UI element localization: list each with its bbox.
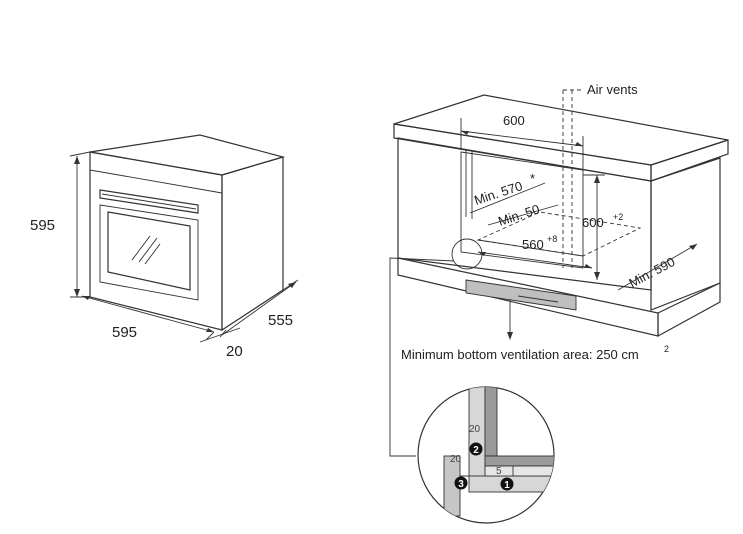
dim-cabinet-width: 600 <box>460 113 584 170</box>
dim-oven-depth: 555 <box>221 279 299 336</box>
dim-min-cabinet-depth: Min. 590 <box>617 243 698 291</box>
svg-text:3: 3 <box>458 479 464 490</box>
min-back-gap-label: Min. 50 <box>496 201 541 228</box>
ventilation-note: Minimum bottom ventilation area: 250 cm <box>401 347 639 362</box>
min-cabinet-depth-label: Min. 590 <box>626 254 677 291</box>
opening-width-tolerance: +8 <box>547 234 557 244</box>
detail-dim-horizontal: 20 <box>450 454 462 465</box>
opening-width-label: 560 <box>522 237 544 252</box>
dim-oven-height: 595 <box>30 151 91 298</box>
marker-2: 2 <box>469 442 483 456</box>
svg-text:2: 2 <box>473 445 479 456</box>
dim-min-back-gap: Min. 50 <box>487 201 559 229</box>
dim-oven-front: 20 <box>199 327 243 360</box>
dim-opening-width: 560 +8 <box>477 234 593 269</box>
opening-height-tolerance: +2 <box>613 212 623 222</box>
oven-drawing: 595 595 555 20 <box>30 134 299 360</box>
bottom-ventilation-slot <box>465 279 577 311</box>
oven-window <box>107 211 191 291</box>
svg-text:1: 1 <box>504 480 510 491</box>
min-depth-mark: * <box>530 171 535 186</box>
cabinet-drawing: Air vents 600 Min. 570 * Min. 50 <box>389 82 729 457</box>
air-vents-label: Air vents <box>587 82 638 97</box>
min-depth-label: Min. 570 <box>472 178 524 208</box>
dim-opening-height: 600 +2 <box>582 174 623 280</box>
oven-height-label: 595 <box>30 217 55 234</box>
detail-dim-vertical: 20 <box>469 424 481 435</box>
oven-depth-label: 555 <box>268 312 293 329</box>
air-vents-indicator: Air vents <box>562 82 638 268</box>
cabinet-width-label: 600 <box>503 113 525 128</box>
detail-zoom: 20 20 5 2 3 1 <box>417 386 555 524</box>
ventilation-unit-sup: 2 <box>664 344 669 354</box>
opening-height-label: 600 <box>582 215 604 230</box>
marker-3: 3 <box>454 476 468 490</box>
oven-width-label: 595 <box>112 324 137 341</box>
marker-1: 1 <box>500 477 514 491</box>
oven-handle <box>99 189 199 214</box>
oven-front-label: 20 <box>226 343 243 360</box>
dim-oven-width: 595 <box>81 295 215 341</box>
detail-dim-small: 5 <box>496 466 502 477</box>
detail-callout-marker <box>451 238 483 270</box>
